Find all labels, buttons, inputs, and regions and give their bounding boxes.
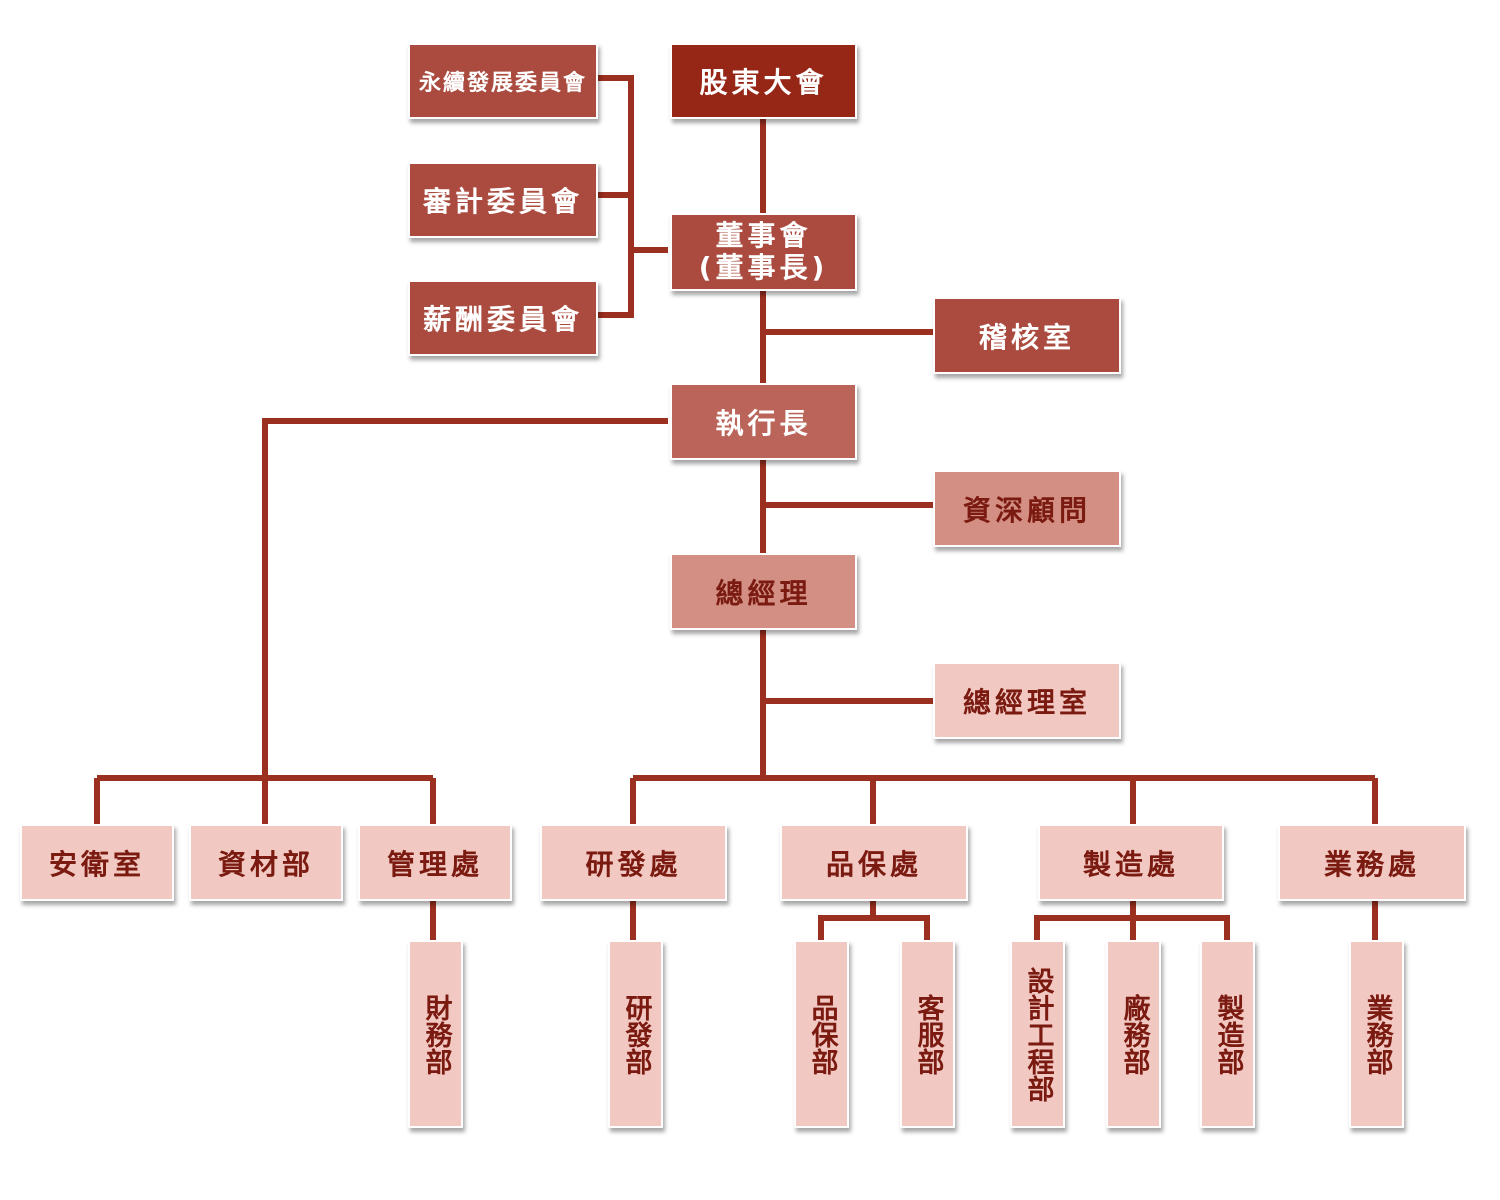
safety-office-box: 安衛室 bbox=[20, 824, 174, 901]
gm-office-box: 總經理室 bbox=[933, 662, 1121, 739]
board-of-directors-box: 董事會 (董事長) bbox=[670, 213, 857, 291]
chairman-label: (董事長) bbox=[698, 251, 829, 284]
materials-dept-box: 資材部 bbox=[189, 824, 343, 901]
plant-affairs-dept-box: 廠務部 bbox=[1106, 940, 1161, 1128]
remuneration-committee-box: 薪酬委員會 bbox=[408, 280, 598, 356]
sales-division-box: 業務處 bbox=[1278, 824, 1466, 901]
sales-dept-box: 業務部 bbox=[1349, 940, 1404, 1128]
administration-division-box: 管理處 bbox=[358, 824, 512, 901]
audit-committee-box: 審計委員會 bbox=[408, 162, 598, 238]
manufacturing-division-box: 製造處 bbox=[1038, 824, 1224, 901]
finance-dept-box: 財務部 bbox=[408, 940, 463, 1128]
senior-advisor-box: 資深顧問 bbox=[933, 470, 1121, 547]
rd-division-box: 研發處 bbox=[540, 824, 727, 901]
sustainability-committee-box: 永續發展委員會 bbox=[408, 43, 598, 119]
rd-dept-box: 研發部 bbox=[608, 940, 663, 1128]
manufacturing-dept-box: 製造部 bbox=[1200, 940, 1255, 1128]
shareholders-meeting-box: 股東大會 bbox=[670, 43, 857, 119]
connector-qa-branch bbox=[818, 915, 930, 942]
board-label: 董事會 bbox=[715, 219, 812, 252]
customer-service-dept-box: 客服部 bbox=[900, 940, 955, 1128]
ceo-box: 執行長 bbox=[670, 383, 857, 460]
connector-mfg-branch bbox=[1034, 915, 1230, 942]
qa-dept-box: 品保部 bbox=[794, 940, 849, 1128]
general-manager-box: 總經理 bbox=[670, 553, 857, 630]
design-engineering-dept-box: 設計工程部 bbox=[1010, 940, 1065, 1128]
internal-audit-office-box: 稽核室 bbox=[933, 297, 1121, 374]
qa-division-box: 品保處 bbox=[780, 824, 968, 901]
connector-ceo-left-branch bbox=[262, 418, 668, 778]
